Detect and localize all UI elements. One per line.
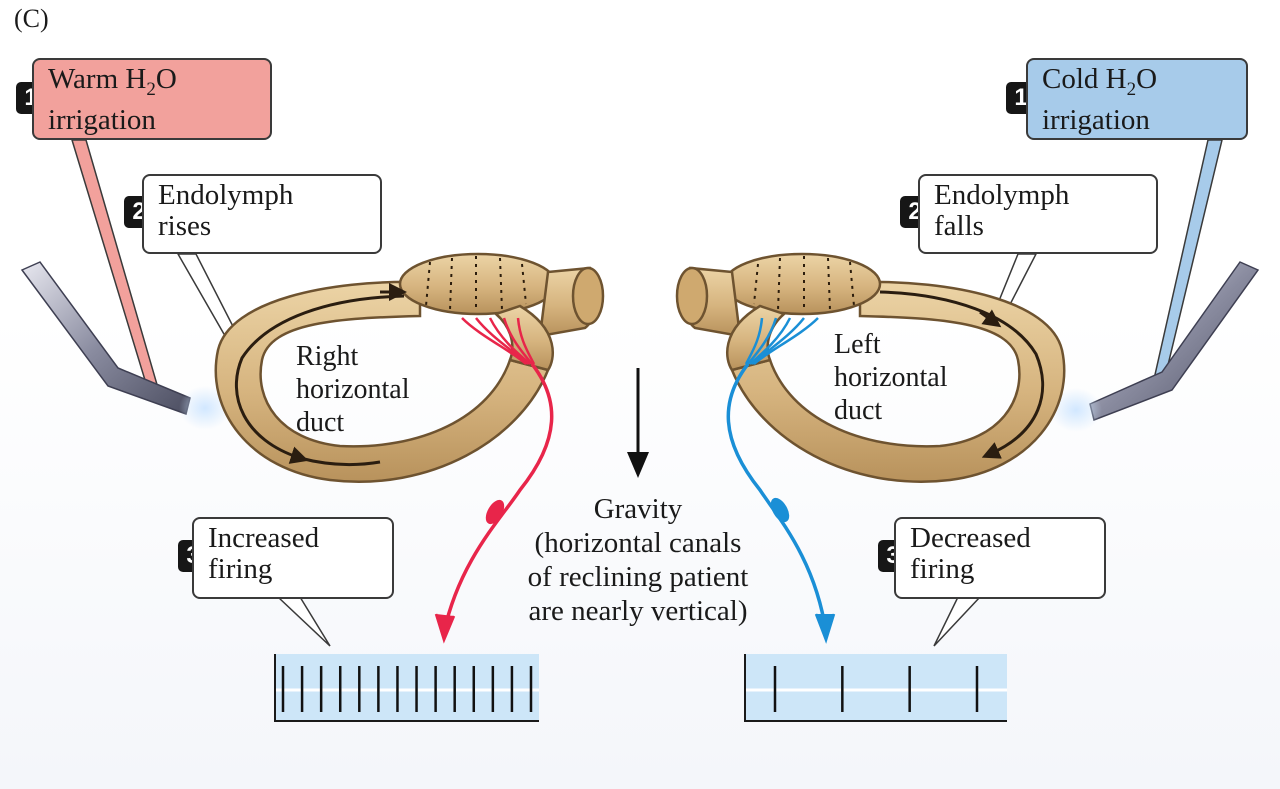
left-duct-label-line1: Left xyxy=(834,328,948,361)
warm-irrigation-line1: Warm H2O xyxy=(48,64,260,105)
left-duct-label: Left horizontal duct xyxy=(834,328,948,427)
gravity-line4: are nearly vertical) xyxy=(462,594,814,628)
panel-label: (C) xyxy=(14,4,49,34)
left-duct-label-line2: horizontal xyxy=(834,361,948,394)
right-duct-label-line3: duct xyxy=(296,406,410,439)
rises-line1: Endolymph xyxy=(158,180,370,211)
increased-firing-trace xyxy=(275,654,539,721)
gravity-line2: (horizontal canals xyxy=(462,526,814,560)
warm-irrigation-box: Warm H2O irrigation xyxy=(32,58,272,140)
right-duct-label-line2: horizontal xyxy=(296,373,410,406)
increased-line1: Increased xyxy=(208,523,382,554)
gravity-line3: of reclining patient xyxy=(462,560,814,594)
cold-irrigation-line2: irrigation xyxy=(1042,105,1236,136)
increased-box-pointer xyxy=(278,597,330,646)
rises-line2: rises xyxy=(158,211,370,242)
cold-irrigation-line1: Cold H2O xyxy=(1042,64,1236,105)
right-duct-label: Right horizontal duct xyxy=(296,340,410,439)
decreased-box-pointer xyxy=(934,597,980,646)
gravity-arrow-icon xyxy=(627,368,649,478)
decreased-line1: Decreased xyxy=(910,523,1094,554)
falls-line1: Endolymph xyxy=(934,180,1146,211)
gravity-line1: Gravity xyxy=(462,492,814,526)
cold-irrigator-icon xyxy=(1050,262,1258,432)
increased-firing-box: Increased firing xyxy=(192,517,394,599)
right-duct-label-line1: Right xyxy=(296,340,410,373)
endolymph-rises-box: Endolymph rises xyxy=(142,174,382,254)
endolymph-falls-box: Endolymph falls xyxy=(918,174,1158,254)
gravity-caption: Gravity (horizontal canals of reclining … xyxy=(462,492,814,628)
left-duct-label-line3: duct xyxy=(834,394,948,427)
decreased-line2: firing xyxy=(910,554,1094,585)
decreased-firing-box: Decreased firing xyxy=(894,517,1106,599)
falls-line2: falls xyxy=(934,211,1146,242)
warm-irrigation-line2: irrigation xyxy=(48,105,260,136)
decreased-firing-trace xyxy=(745,654,1007,721)
increased-line2: firing xyxy=(208,554,382,585)
cold-irrigation-box: Cold H2O irrigation xyxy=(1026,58,1248,140)
